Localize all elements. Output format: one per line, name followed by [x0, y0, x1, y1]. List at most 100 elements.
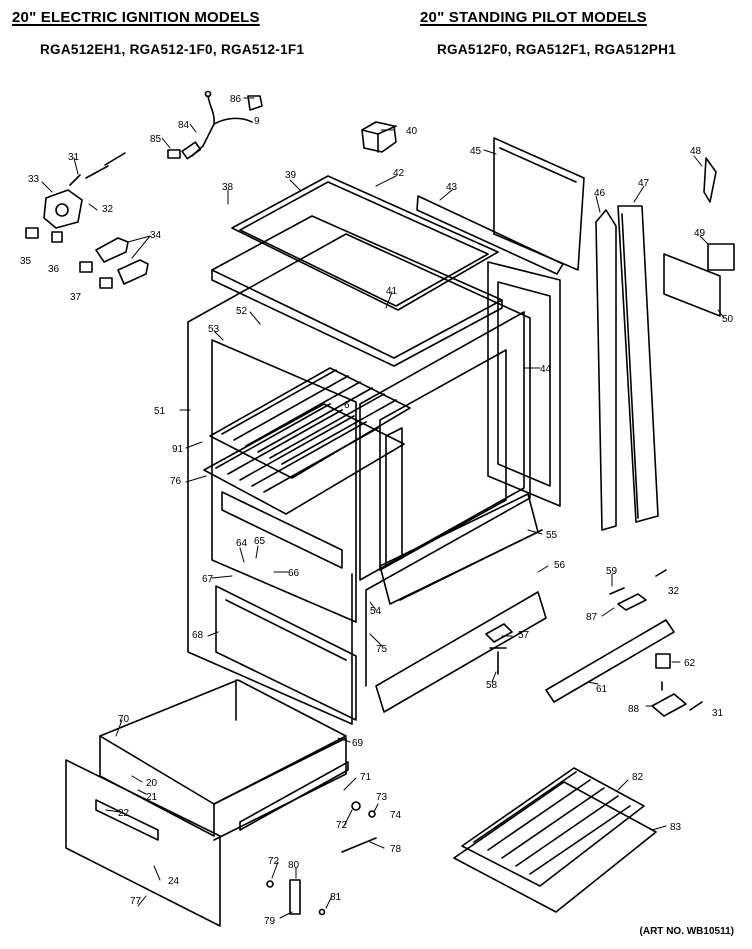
part-label: 73: [376, 792, 388, 803]
art-number: (ART NO. WB10511): [639, 926, 734, 937]
part-label: 36: [48, 264, 60, 275]
part-label: 9: [254, 116, 260, 127]
part-label: 44: [540, 364, 552, 375]
part-label: 31: [68, 152, 80, 163]
oven-rack-76: [209, 367, 411, 479]
side-panel-right-44: [487, 261, 561, 507]
part-label: 85: [150, 134, 162, 145]
part-label: 79: [264, 916, 276, 927]
drawer-rail-71: [239, 761, 349, 831]
part-label: 49: [694, 228, 706, 239]
part-label: 58: [486, 680, 498, 691]
part-label: 45: [470, 146, 482, 157]
panel-82: [461, 767, 645, 887]
part-label: 48: [690, 146, 702, 157]
part-label: 32: [668, 586, 680, 597]
part-label: 86: [230, 94, 242, 105]
panel-83: [453, 781, 657, 913]
part-label: 65: [254, 536, 266, 547]
part-label: 21: [146, 792, 158, 803]
part-label: 82: [632, 772, 644, 783]
part-labels: 86 84 9 85 40 31 33 32 34 35 36 37 38 39…: [20, 94, 734, 927]
part-label: 33: [28, 174, 40, 185]
hardware-72-81: [266, 801, 377, 916]
part-label: 61: [596, 684, 608, 695]
parts-62-88-31: [651, 653, 703, 717]
part-label: 67: [202, 574, 214, 585]
part-label: 50: [722, 314, 734, 325]
part-label: 54: [370, 606, 382, 617]
part-label: 6: [344, 400, 350, 411]
part-label: 59: [606, 566, 618, 577]
left-models: RGA512EH1, RGA512-1F0, RGA512-1F1: [40, 42, 305, 57]
bracket-86: [247, 95, 263, 111]
part-label: 78: [390, 844, 402, 855]
oven-rack-91: [203, 403, 405, 515]
part-label: 70: [118, 714, 130, 725]
fitting-85: [167, 149, 181, 159]
part-label: 37: [70, 292, 82, 303]
part-label: 40: [406, 126, 418, 137]
part-label: 87: [586, 612, 598, 623]
part-label: 69: [352, 738, 364, 749]
part-label: 81: [330, 892, 342, 903]
right-title: 20" STANDING PILOT MODELS: [420, 9, 647, 26]
panel-45: [493, 137, 585, 271]
right-models: RGA512F0, RGA512F1, RGA512PH1: [437, 42, 677, 57]
module-49-50: [663, 243, 735, 317]
part-label: 68: [192, 630, 204, 641]
part-label: 32: [102, 204, 114, 215]
part-label: 88: [628, 704, 640, 715]
part-label: 84: [178, 120, 190, 131]
part-label: 80: [288, 860, 300, 871]
parts-57-58: [485, 623, 513, 675]
left-title: 20" ELECTRIC IGNITION MODELS: [12, 9, 260, 26]
drawer-front-77: [65, 759, 221, 927]
back-panel-43: [416, 195, 564, 275]
igniter-wire-assembly: [181, 90, 253, 160]
part-label: 74: [390, 810, 402, 821]
part-label: 71: [360, 772, 372, 783]
part-label: 38: [222, 182, 234, 193]
part-label: 77: [130, 896, 142, 907]
valve-assembly-33: [43, 152, 126, 229]
part-label: 42: [393, 168, 405, 179]
bottom-rail-55: [379, 493, 539, 605]
drawer-body-69: [99, 679, 347, 841]
side-trim-47: [617, 205, 659, 523]
part-label: 56: [554, 560, 566, 571]
bottom-tray-56: [375, 529, 547, 713]
part-label: 35: [20, 256, 32, 267]
part-label: 34: [150, 230, 162, 241]
part-label: 62: [684, 658, 696, 669]
burner-61: [545, 619, 675, 703]
part-label: 52: [236, 306, 248, 317]
part-label: 39: [285, 170, 297, 181]
parts-59-87-32: [609, 569, 667, 611]
part-label: 22: [118, 808, 130, 819]
switch-parts: [25, 227, 149, 289]
part-label: 55: [546, 530, 558, 541]
part-label: 43: [446, 182, 458, 193]
part-label: 20: [146, 778, 158, 789]
leader-lines: [41, 97, 725, 919]
part-label: 41: [386, 286, 398, 297]
part-label: 46: [594, 188, 606, 199]
part-label: 31: [712, 708, 724, 719]
part-label: 51: [154, 406, 166, 417]
side-trim-46: [595, 209, 617, 531]
part-label: 47: [638, 178, 650, 189]
part-label: 53: [208, 324, 220, 335]
part-label: 24: [168, 876, 180, 887]
part-label: 75: [376, 644, 388, 655]
part-label: 64: [236, 538, 248, 549]
part-label: 72: [268, 856, 280, 867]
part-label: 91: [172, 444, 184, 455]
part-label: 72: [336, 820, 348, 831]
part-label: 83: [670, 822, 682, 833]
kick-panel-68: [215, 585, 357, 721]
part-label: 66: [288, 568, 300, 579]
top-frame-39: [231, 175, 499, 311]
part-label: 76: [170, 476, 182, 487]
